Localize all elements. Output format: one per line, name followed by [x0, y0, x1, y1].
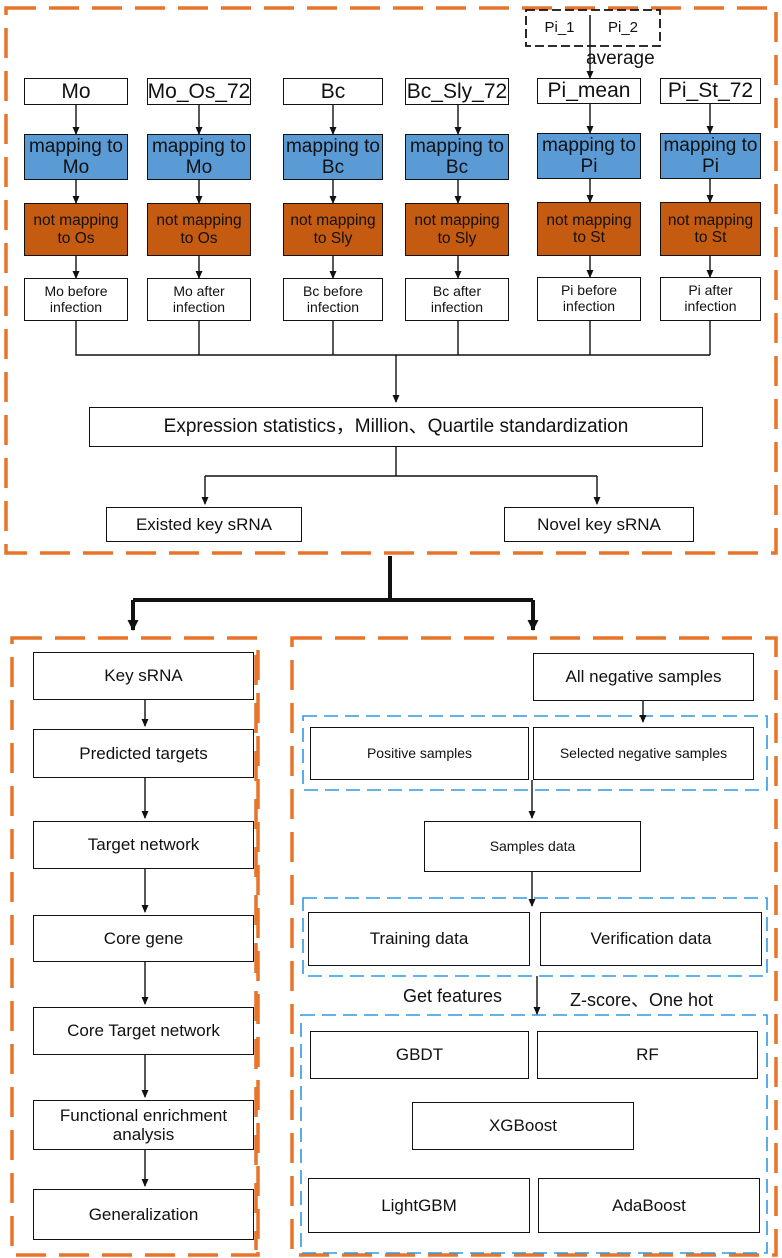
- sample-box-mo: Mo: [24, 78, 128, 105]
- average-label: average: [586, 48, 655, 69]
- mapping-box-bc: mapping to Bc: [283, 134, 383, 180]
- expression-statistics-box: Expression statistics，Million、Quartile s…: [89, 407, 703, 447]
- model-box-xgboost: XGBoost: [412, 1102, 634, 1150]
- existed-key-srna-box: Existed key sRNA: [106, 507, 302, 542]
- samples-group-frame: [302, 715, 768, 791]
- sample-box-mo-os-72: Mo_Os_72: [147, 78, 251, 105]
- all-negative-samples-box: All negative samples: [533, 653, 754, 701]
- left-step-functional-enrichment: Functional enrichment analysis: [33, 1100, 254, 1150]
- left-step-core-gene: Core gene: [33, 915, 254, 962]
- selected-negative-samples-box: Selected negative samples: [533, 727, 754, 780]
- stage-box-mo-os-72: Mo after infection: [147, 278, 251, 321]
- sample-box-pi-st-72: Pi_St_72: [660, 78, 761, 104]
- stage-box-bc: Bc before infection: [283, 278, 383, 321]
- sample-box-bc: Bc: [283, 78, 383, 105]
- model-box-adaboost: AdaBoost: [538, 1178, 760, 1233]
- novel-key-srna-box: Novel key sRNA: [504, 507, 694, 542]
- not-mapping-box-pi-st-72: not mapping to St: [660, 202, 761, 256]
- left-step-key-srna: Key sRNA: [33, 652, 254, 700]
- pi-replicates-frame-outer: [525, 9, 661, 47]
- pi-1-box: Pi_1: [544, 19, 575, 37]
- right-section-frame: [290, 636, 778, 1257]
- not-mapping-box-pi-mean: not mapping to St: [537, 202, 641, 256]
- models-group-frame: [300, 1014, 768, 1254]
- stage-box-pi-mean: Pi before infection: [537, 277, 641, 321]
- stage-box-mo: Mo before infection: [24, 278, 128, 321]
- model-box-gbdt: GBDT: [310, 1031, 529, 1079]
- top-section-frame: [4, 6, 778, 555]
- positive-samples-box: Positive samples: [310, 727, 529, 780]
- samples-data-box: Samples data: [424, 821, 641, 872]
- left-step-target-network: Target network: [33, 821, 254, 869]
- not-mapping-box-bc-sly-72: not mapping to Sly: [405, 203, 509, 256]
- stage-box-pi-st-72: Pi after infection: [660, 277, 761, 321]
- verification-data-box: Verification data: [540, 912, 762, 966]
- pi-2-box: Pi_2: [607, 19, 639, 37]
- stage-box-bc-sly-72: Bc after infection: [405, 278, 509, 321]
- model-box-rf: RF: [537, 1031, 758, 1079]
- zscore-onehot-label: Z-score、One hot: [570, 990, 714, 1010]
- left-step-core-target-network: Core Target network: [33, 1007, 254, 1055]
- mapping-box-mo-os-72: mapping to Mo: [147, 134, 251, 180]
- not-mapping-box-mo-os-72: not mapping to Os: [147, 203, 251, 256]
- left-step-predicted-targets: Predicted targets: [33, 729, 254, 778]
- mapping-box-pi-mean: mapping to Pi: [537, 133, 641, 179]
- mapping-box-mo: mapping to Mo: [24, 134, 128, 180]
- sample-box-pi-mean: Pi_mean: [537, 78, 641, 104]
- training-data-box: Training data: [308, 912, 530, 966]
- not-mapping-box-bc: not mapping to Sly: [283, 203, 383, 256]
- get-features-label: Get features: [403, 986, 503, 1006]
- model-box-lightgbm: LightGBM: [308, 1178, 530, 1233]
- sample-box-bc-sly-72: Bc_Sly_72: [405, 78, 509, 105]
- left-step-generalization: Generalization: [33, 1189, 254, 1240]
- data-split-group-frame: [302, 897, 768, 977]
- mapping-box-bc-sly-72: mapping to Bc: [405, 134, 509, 180]
- not-mapping-box-mo: not mapping to Os: [24, 203, 128, 256]
- mapping-box-pi-st-72: mapping to Pi: [660, 133, 761, 179]
